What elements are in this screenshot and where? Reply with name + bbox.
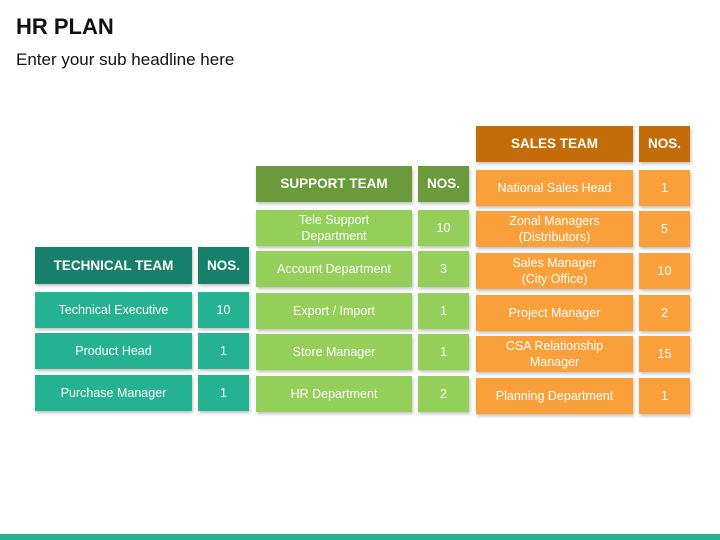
page-title: HR PLAN (16, 14, 114, 39)
support-role-cell: Export / Import (256, 293, 412, 329)
support-nos-cell: 1 (418, 293, 469, 329)
technical-role-cell: Product Head (35, 333, 192, 369)
sales-team-header: SALES TEAM (476, 126, 633, 162)
sales-nos-header: NOS. (639, 126, 690, 162)
sales-role-cell: National Sales Head (476, 170, 633, 206)
technical-nos-cell: 1 (198, 375, 249, 411)
technical-nos-header: NOS. (198, 247, 249, 284)
sales-role-cell: Planning Department (476, 378, 633, 414)
sales-role-cell: Zonal Managers (Distributors) (476, 211, 633, 247)
technical-role-cell: Purchase Manager (35, 375, 192, 411)
sales-nos-cell: 5 (639, 211, 690, 247)
sales-nos-cell: 1 (639, 378, 690, 414)
sales-nos-cell: 1 (639, 170, 690, 206)
page-subtitle: Enter your sub headline here (16, 50, 235, 69)
technical-team-header: TECHNICAL TEAM (35, 247, 192, 284)
support-nos-cell: 2 (418, 376, 469, 412)
technical-nos-cell: 10 (198, 292, 249, 328)
support-nos-cell: 10 (418, 210, 469, 246)
support-nos-cell: 1 (418, 334, 469, 370)
sales-role-cell: Project Manager (476, 295, 633, 331)
sales-role-cell: Sales Manager (City Office) (476, 253, 633, 289)
sales-nos-cell: 2 (639, 295, 690, 331)
support-role-cell: Store Manager (256, 334, 412, 370)
support-team-header: SUPPORT TEAM (256, 166, 412, 202)
support-nos-cell: 3 (418, 251, 469, 287)
support-role-cell: Account Department (256, 251, 412, 287)
bottom-accent-bar (0, 534, 720, 540)
sales-nos-cell: 15 (639, 336, 690, 372)
support-role-cell: Tele Support Department (256, 210, 412, 246)
sales-nos-cell: 10 (639, 253, 690, 289)
sales-role-cell: CSA Relationship Manager (476, 336, 633, 372)
technical-role-cell: Technical Executive (35, 292, 192, 328)
support-nos-header: NOS. (418, 166, 469, 202)
technical-nos-cell: 1 (198, 333, 249, 369)
support-role-cell: HR Department (256, 376, 412, 412)
